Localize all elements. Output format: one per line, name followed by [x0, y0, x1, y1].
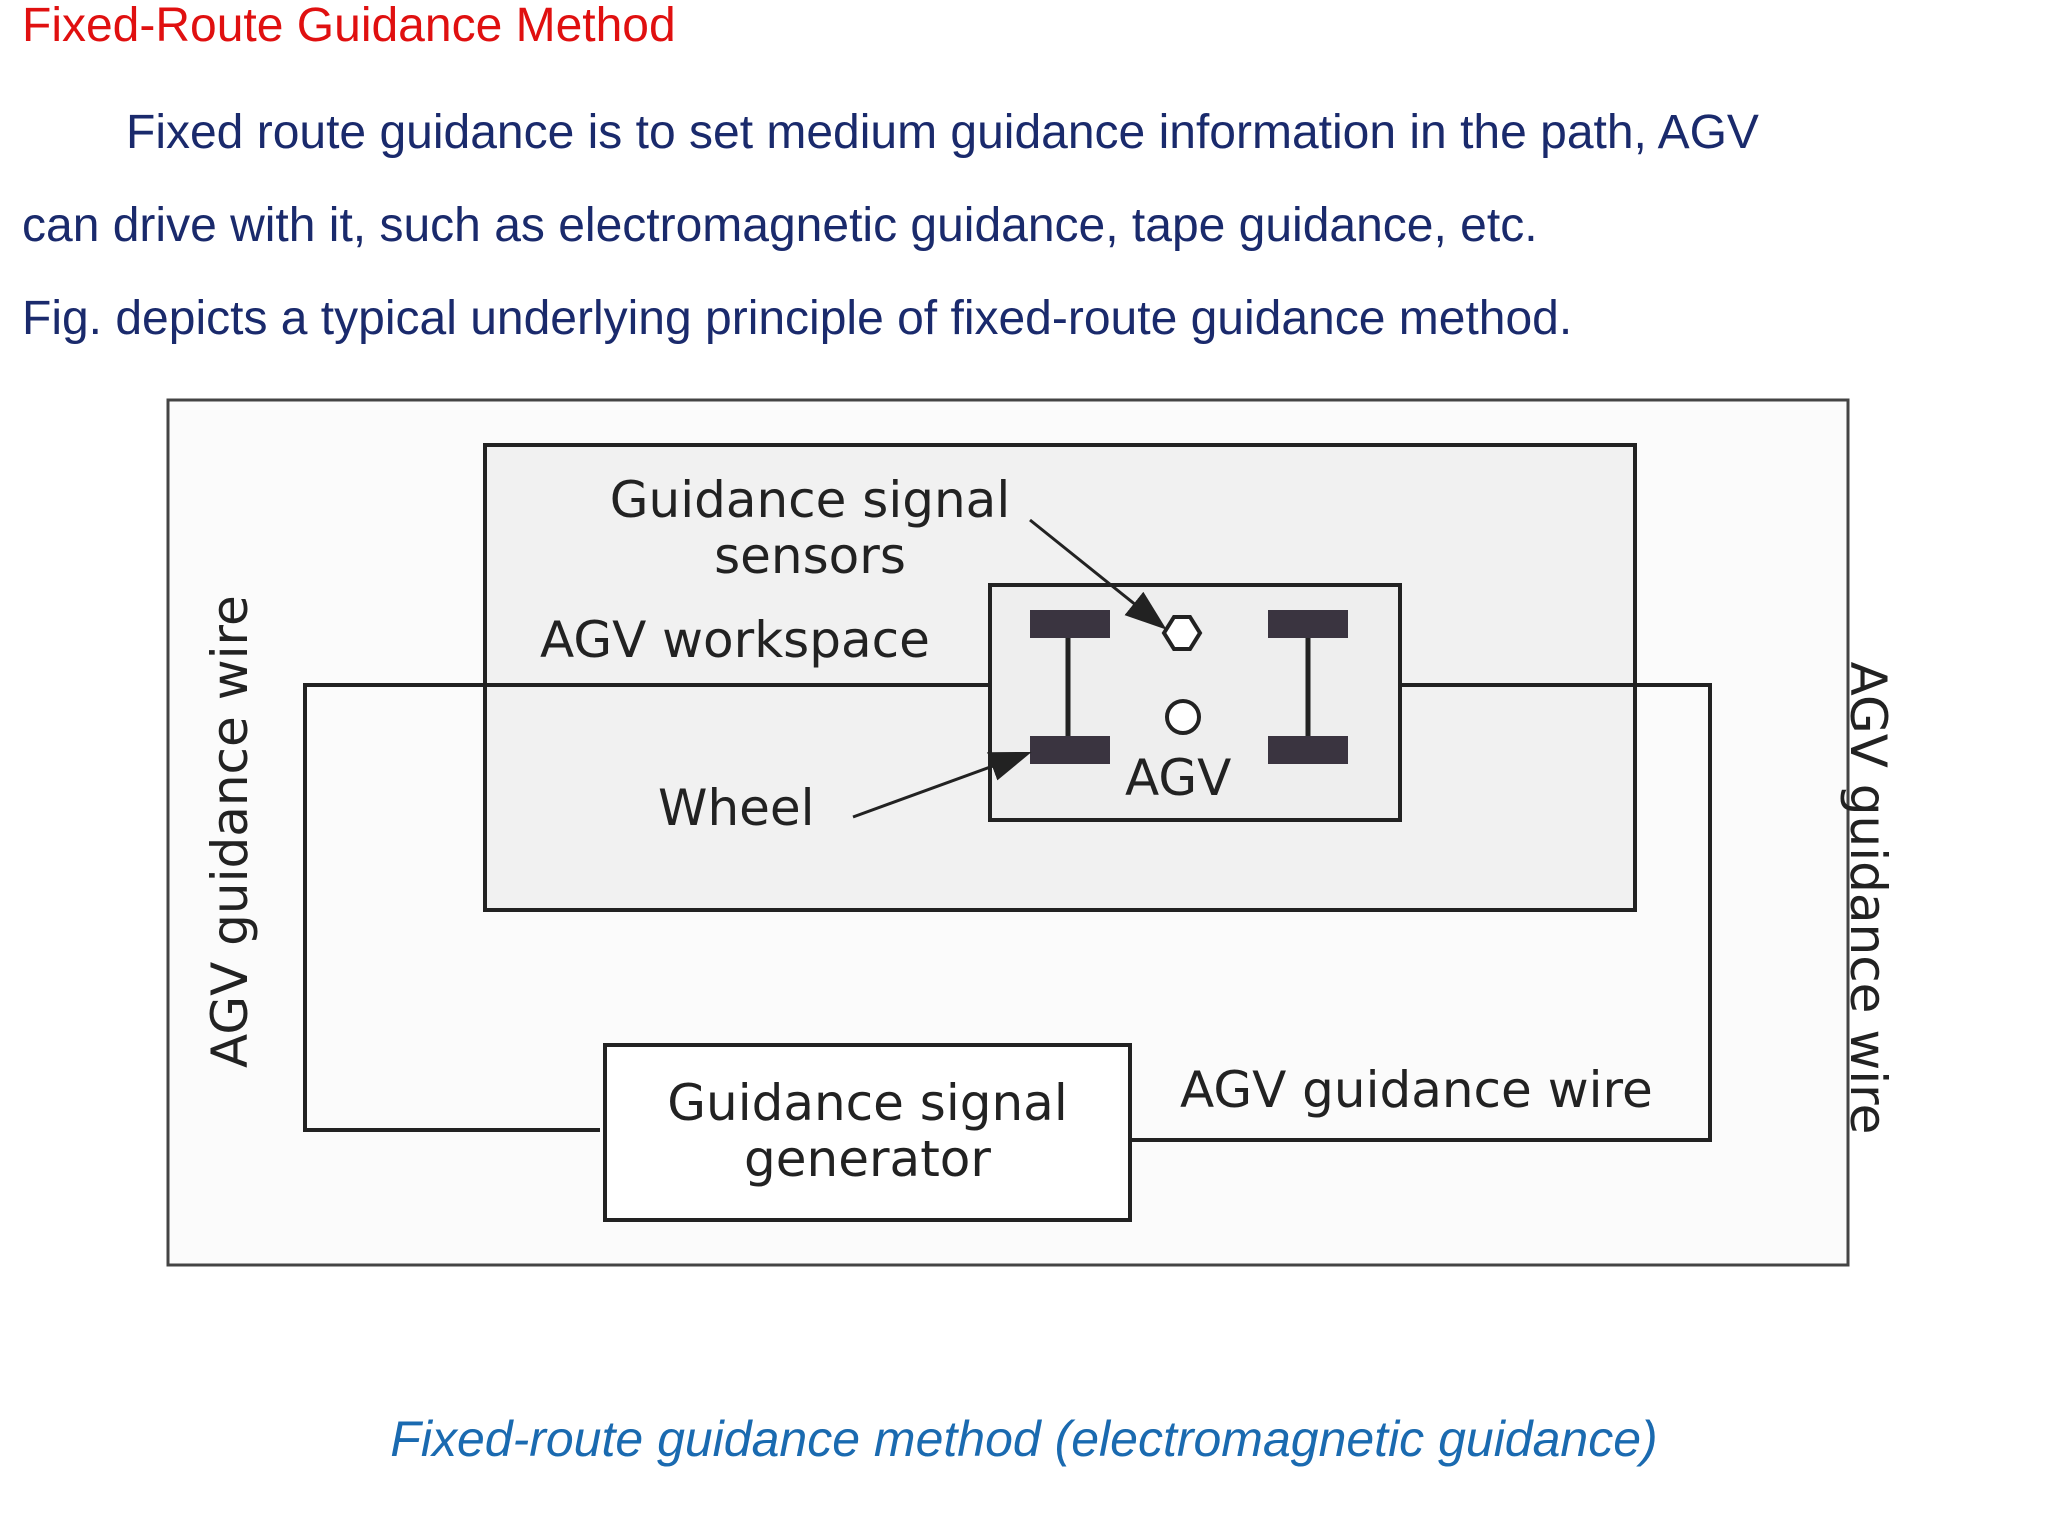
paragraph-line-1: Fixed route guidance is to set medium gu…: [126, 106, 1759, 159]
sensor-label-line-2: sensors: [714, 527, 906, 585]
generator-box: [603, 1043, 1132, 1222]
generator-label-line-2: generator: [744, 1130, 991, 1188]
workspace-label: AGV workspace: [540, 611, 930, 669]
paragraph-line-3: Fig. depicts a typical underlying princi…: [22, 292, 1573, 345]
figure-caption: Fixed-route guidance method (electromagn…: [390, 1411, 1658, 1467]
wheel-front-right: [1268, 610, 1348, 638]
sensor-circle-icon: [1165, 699, 1201, 735]
bottom-wire-label: AGV guidance wire: [1180, 1061, 1653, 1119]
wheel-rear-right: [1268, 736, 1348, 764]
agv-label: AGV: [1125, 749, 1232, 807]
wheel-arrow: [852, 751, 1032, 819]
sensor-label: Guidance signal sensors: [575, 472, 1045, 584]
diagram-drawing: [166, 398, 1850, 1267]
generator-label-line-1: Guidance signal: [667, 1074, 1068, 1132]
sensor-arrow: [1029, 518, 1167, 630]
generator-label: Guidance signal generator: [605, 1075, 1130, 1187]
paragraph-line-2: can drive with it, such as electromagnet…: [22, 199, 1538, 252]
guidance-diagram: Guidance signal sensors AGV workspace Wh…: [150, 380, 1930, 1300]
right-wire-label: AGV guidance wire: [1839, 661, 1897, 1135]
intro-paragraph: Fixed route guidance is to set medium gu…: [22, 86, 2002, 365]
wheel-rear-left: [1030, 736, 1110, 764]
left-wire-label: AGV guidance wire: [201, 595, 259, 1068]
wheel-label: Wheel: [658, 779, 815, 837]
page-title: Fixed-Route Guidance Method: [22, 0, 676, 52]
wheel-front-left: [1030, 610, 1110, 638]
sensor-hexagon-icon: [1161, 615, 1203, 651]
sensor-label-line-1: Guidance signal: [609, 471, 1011, 529]
